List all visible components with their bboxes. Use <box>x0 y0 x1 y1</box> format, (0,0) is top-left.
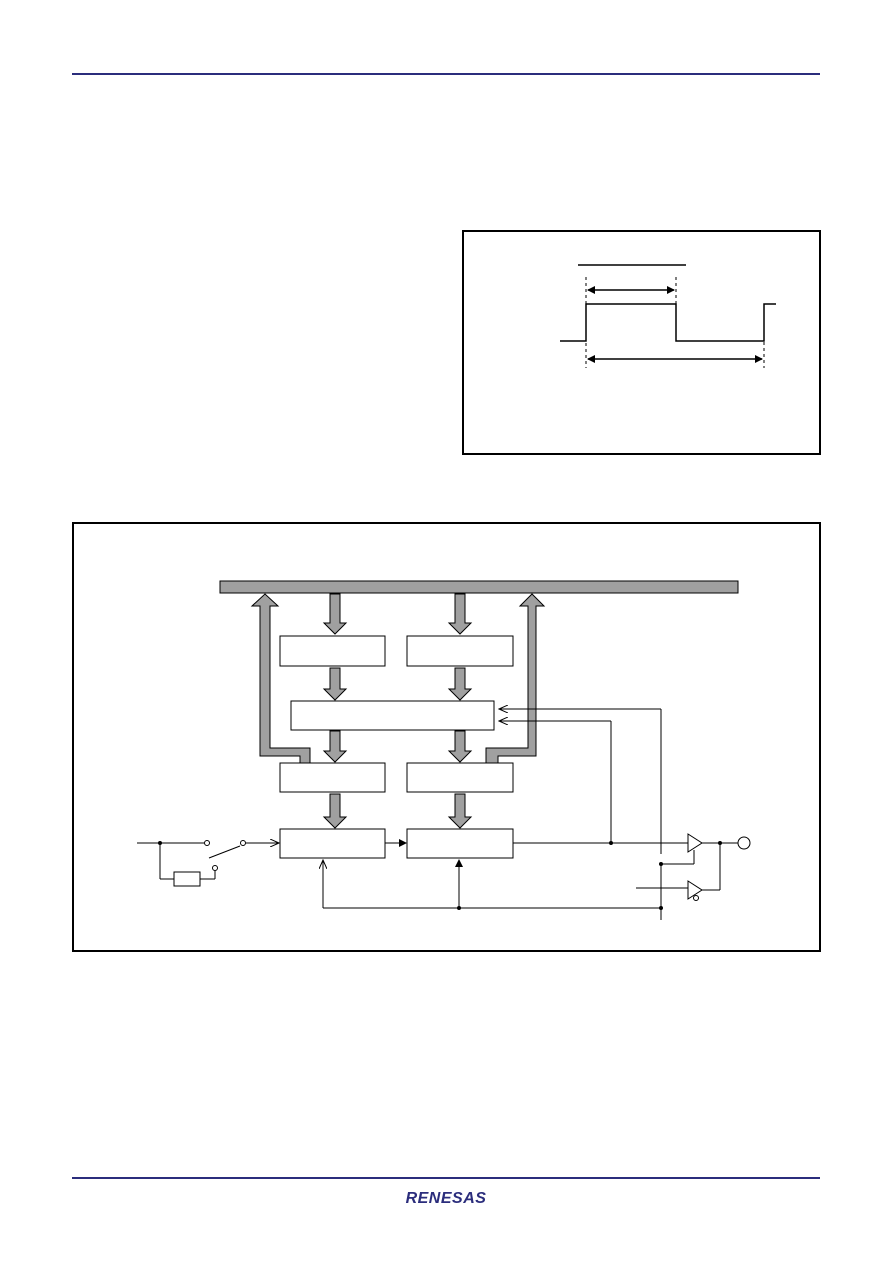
bus-arrow-left-top <box>322 593 348 635</box>
control-block <box>290 700 495 731</box>
switch-lever <box>208 845 241 859</box>
pwm-waveform-figure <box>462 230 821 455</box>
pwm-waveform <box>560 303 776 342</box>
bus-arrow-right-bottom <box>447 793 473 829</box>
register-box-left-upper <box>279 635 386 667</box>
register-box-left-lower <box>279 762 386 793</box>
bus-arrow-right-mid2 <box>447 730 473 763</box>
bus-arrow-left-mid2 <box>322 730 348 763</box>
data-bus <box>219 580 739 594</box>
bus-arrow-left-bottom <box>322 793 348 829</box>
renesas-logo: RENESAS <box>390 1188 502 1210</box>
switch-contact-bottom <box>212 865 218 871</box>
input-buffer-inverter-bubble <box>693 895 699 901</box>
switch-pivot <box>240 840 246 846</box>
bus-read-path-right <box>485 593 546 765</box>
input-buffer <box>687 880 703 900</box>
register-box-right-upper <box>406 635 514 667</box>
bus-arrow-right-top <box>447 593 473 635</box>
bus-arrow-left-mid1 <box>322 667 348 701</box>
bus-arrow-right-mid1 <box>447 667 473 701</box>
switch-contact-top <box>204 840 210 846</box>
counter-box-left <box>279 828 386 859</box>
pwm-block-diagram <box>72 522 821 952</box>
prescaler-box <box>173 871 201 887</box>
footer-rule <box>72 1177 820 1179</box>
bus-read-path-left <box>250 593 311 765</box>
header-rule <box>72 73 820 75</box>
output-pin <box>737 836 751 850</box>
output-buffer <box>687 833 703 853</box>
counter-box-right <box>406 828 514 859</box>
renesas-logo-text: RENESAS <box>405 1190 487 1207</box>
block-diagram-svg <box>137 580 751 920</box>
pwm-waveform-svg <box>560 264 776 368</box>
register-box-right-lower <box>406 762 514 793</box>
